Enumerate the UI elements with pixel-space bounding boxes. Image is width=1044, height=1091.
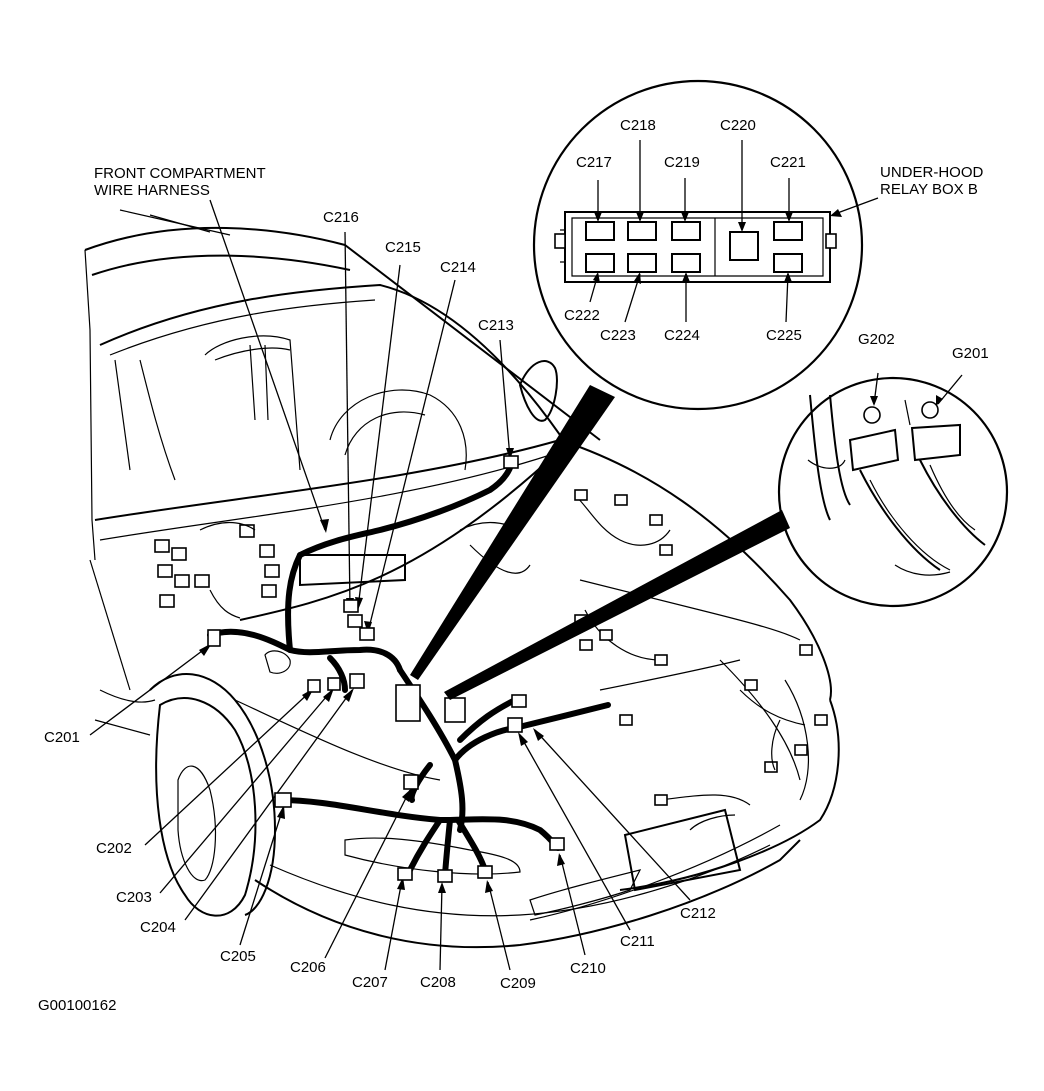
relay-box-label-line1: UNDER-HOOD	[880, 164, 983, 181]
figure-id: G00100162	[38, 997, 116, 1014]
label-g202: G202	[858, 331, 895, 348]
text-labels: FRONT COMPARTMENT WIRE HARNESS UNDER-HOO…	[38, 117, 989, 1014]
label-c220: C220	[720, 117, 756, 134]
car-body	[84, 209, 840, 949]
label-c225: C225	[766, 327, 802, 344]
relay-box-callout	[410, 79, 879, 680]
label-c211: C211	[620, 933, 655, 950]
label-c204: C204	[140, 919, 176, 936]
label-c202: C202	[96, 840, 132, 857]
harness-label-line2: WIRE HARNESS	[94, 182, 210, 199]
label-c215: C215	[385, 239, 421, 256]
label-c208: C208	[420, 974, 456, 991]
label-c201: C201	[44, 729, 80, 746]
harness-connectors	[207, 455, 565, 883]
label-c210: C210	[570, 960, 606, 977]
label-c213: C213	[478, 317, 514, 334]
leader-lines	[89, 199, 691, 971]
label-c219: C219	[664, 154, 700, 171]
label-c214: C214	[440, 259, 476, 276]
engine-bay-details	[154, 489, 828, 831]
label-c218: C218	[620, 117, 656, 134]
wire-harness	[207, 459, 611, 878]
harness-label-line1: FRONT COMPARTMENT	[94, 165, 266, 182]
label-c224: C224	[664, 327, 700, 344]
label-c207: C207	[352, 974, 388, 991]
label-c203: C203	[116, 889, 152, 906]
relay-box-label-line2: RELAY BOX B	[880, 181, 978, 198]
label-c212: C212	[680, 905, 716, 922]
label-c222: C222	[564, 307, 600, 324]
ground-callout	[444, 372, 1009, 700]
label-c206: C206	[290, 959, 326, 976]
label-c209: C209	[500, 975, 536, 992]
label-c221: C221	[770, 154, 806, 171]
label-c205: C205	[220, 948, 256, 965]
label-g201: G201	[952, 345, 989, 362]
label-c216: C216	[323, 209, 359, 226]
label-c217: C217	[576, 154, 612, 171]
label-c223: C223	[600, 327, 636, 344]
